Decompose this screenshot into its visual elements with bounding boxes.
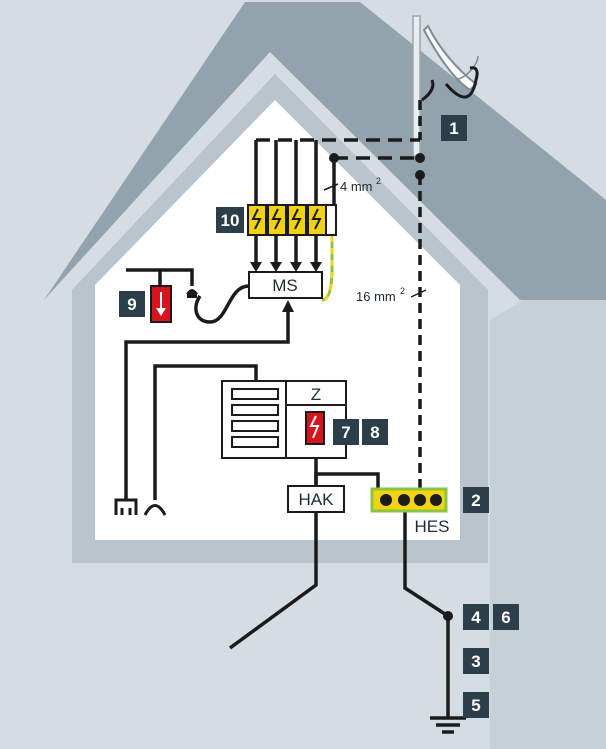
- svg-text:5: 5: [471, 696, 480, 715]
- meter-z-label: Z: [311, 385, 321, 404]
- badge-4: 4: [463, 604, 489, 630]
- svg-text:2: 2: [471, 491, 480, 510]
- svg-text:2: 2: [376, 176, 381, 186]
- conductor-small-label: 4 mm 2: [323, 176, 381, 194]
- svg-text:7: 7: [341, 423, 350, 442]
- badge-9: 9: [119, 291, 145, 317]
- hes-label: HES: [415, 517, 450, 536]
- arrowheads: [250, 262, 322, 312]
- svg-text:1: 1: [449, 119, 458, 138]
- svg-text:6: 6: [501, 608, 510, 627]
- hak-label: HAK: [299, 490, 335, 509]
- meter-cabinet: [221, 380, 347, 459]
- badge-5: 5: [463, 692, 489, 718]
- badge-2: 2: [463, 487, 489, 513]
- svg-text:2: 2: [400, 286, 405, 296]
- svg-text:16 mm: 16 mm: [356, 289, 396, 304]
- antenna-mast: [412, 15, 479, 157]
- svg-text:10: 10: [221, 211, 240, 230]
- badge-3: 3: [463, 648, 489, 674]
- surge-protection-devices: [247, 204, 337, 236]
- svg-text:3: 3: [471, 652, 480, 671]
- bonding-wire-stripe: [321, 236, 334, 302]
- badge-1: 1: [441, 115, 467, 141]
- socket-symbols: [114, 498, 167, 516]
- hak-box: [287, 485, 345, 513]
- background-shade: [490, 250, 606, 749]
- wiring: [124, 100, 466, 734]
- svg-text:8: 8: [370, 423, 379, 442]
- badge-7: 7: [333, 419, 359, 445]
- ms-label: MS: [272, 276, 298, 295]
- svg-text:4 mm: 4 mm: [340, 179, 373, 194]
- svg-text:4: 4: [471, 608, 481, 627]
- svg-text:9: 9: [127, 295, 136, 314]
- badge-6: 6: [493, 604, 519, 630]
- conductor-large-label: 16 mm 2: [356, 286, 427, 304]
- junction-dots: [329, 153, 453, 621]
- roof: [44, 2, 606, 300]
- signal-device: [150, 285, 198, 323]
- badge-10: 10: [216, 207, 244, 233]
- badge-8: 8: [362, 419, 388, 445]
- ms-box: [248, 271, 323, 299]
- hes-terminals: [380, 494, 442, 506]
